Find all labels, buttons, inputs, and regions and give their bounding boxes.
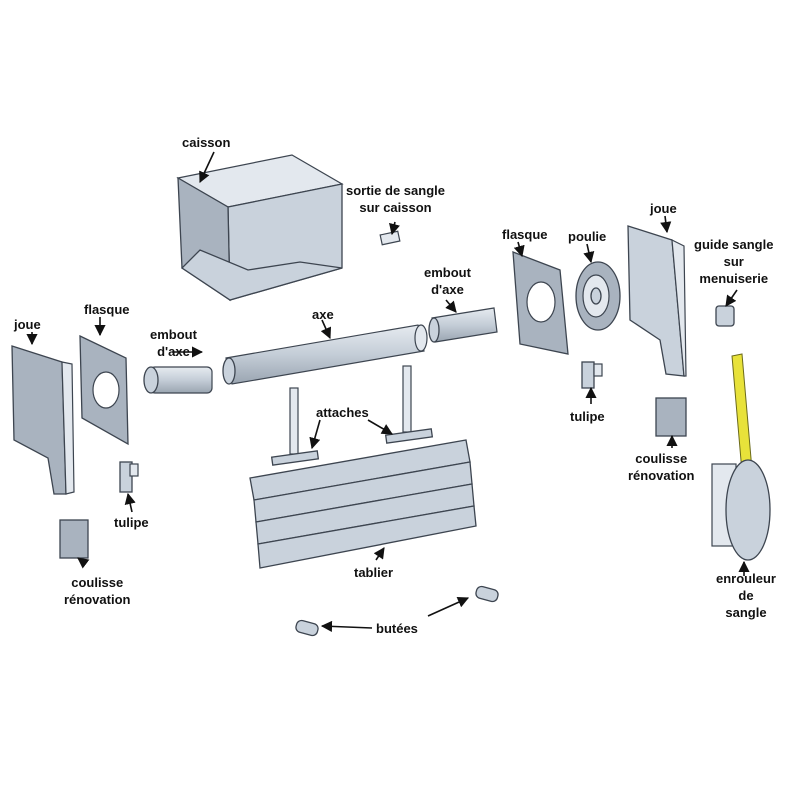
label-caisson: caisson — [182, 135, 231, 150]
label-axe: axe — [312, 307, 334, 322]
label-tablier: tablier — [354, 565, 394, 580]
attaches-part — [270, 365, 434, 466]
label-flasque-left: flasque — [84, 302, 130, 317]
label-attaches: attaches — [316, 405, 369, 420]
embout-right-part — [428, 307, 498, 343]
tablier-part — [249, 439, 477, 569]
label-poulie: poulie — [568, 229, 607, 244]
label-flasque-right: flasque — [502, 227, 548, 242]
guide-sangle-part — [715, 305, 735, 327]
enrouleur-part — [711, 353, 771, 561]
label-joue-left: joue — [14, 317, 41, 332]
joue-left-part — [11, 345, 75, 495]
coulisse-right-part — [655, 397, 687, 437]
tulipe-right-part — [581, 361, 603, 389]
axe-part — [222, 324, 428, 385]
sortie-sangle-part — [379, 230, 401, 246]
label-tulipe-left: tulipe — [114, 515, 149, 530]
label-butees: butées — [376, 621, 418, 636]
joue-right-part — [627, 225, 687, 377]
leader-arrows — [26, 151, 750, 632]
poulie-part — [575, 261, 621, 331]
butees-part — [295, 585, 499, 637]
caisson-part — [176, 154, 344, 302]
coulisse-left-part — [59, 519, 89, 559]
embout-left-part — [143, 366, 213, 394]
flasque-left-part — [79, 334, 129, 446]
label-joue-right: joue — [650, 201, 677, 216]
tulipe-left-part — [119, 461, 139, 493]
label-tulipe-right: tulipe — [570, 409, 605, 424]
flasque-right-part — [512, 251, 569, 355]
